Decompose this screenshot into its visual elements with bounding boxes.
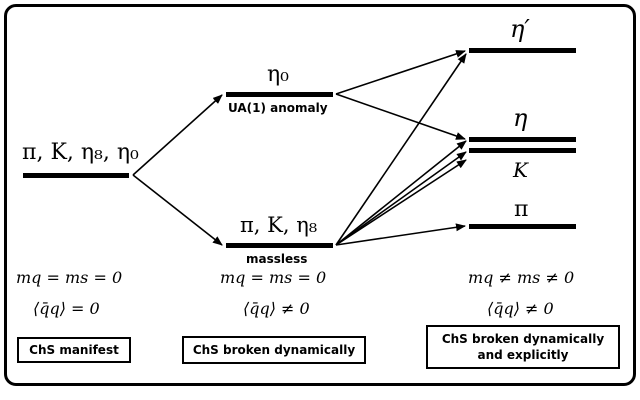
- level-bar-k: [469, 148, 576, 153]
- level-bar-eta: [469, 137, 576, 142]
- condensate-condition-stage3: ⟨q̄q⟩ ≠ 0: [487, 299, 554, 318]
- condensate-condition-stage2: ⟨q̄q⟩ ≠ 0: [243, 299, 310, 318]
- level-label-eta: η: [513, 104, 528, 132]
- level-sublabel-ua1-anomaly: UA(1) anomaly: [228, 101, 328, 115]
- level-label-pi: π: [514, 197, 529, 222]
- arrow-stage1-to-eta0: [132, 94, 223, 176]
- condensate-condition-stage1: ⟨q̄q⟩ = 0: [33, 299, 100, 318]
- level-bar-eta0: [226, 92, 333, 97]
- level-label-k: K: [513, 158, 528, 182]
- mass-condition-stage3: mq ≠ ms ≠ 0: [468, 268, 575, 287]
- stage-box-line-2: and explicitly: [477, 348, 569, 362]
- level-sublabel-massless: massless: [246, 252, 308, 266]
- diagram-frame: [4, 4, 636, 386]
- level-bar-pi: [469, 224, 576, 229]
- arrow-eta0-to-eta: [335, 93, 466, 140]
- arrow-eta0-to-eta-prime: [335, 50, 466, 95]
- level-label-eta0: η₀: [267, 62, 289, 87]
- arrow-massless-to-eta: [335, 140, 467, 246]
- arrow-massless-to-pi: [335, 223, 466, 246]
- mass-condition-stage2: mq = ms = 0: [220, 268, 327, 287]
- stage-box-line-1: ChS broken dynamically: [441, 332, 605, 346]
- mass-condition-stage1: mq = ms = 0: [16, 268, 123, 287]
- level-label-eta-prime: η′: [510, 15, 530, 43]
- level-bar-stage1: [23, 173, 129, 178]
- arrow-massless-to-eta-prime: [335, 53, 467, 246]
- level-bar-massless: [226, 243, 333, 248]
- stage-box-chs-broken-dynamically: ChS broken dynamically: [182, 336, 366, 364]
- stage-box-chs-manifest: ChS manifest: [17, 337, 131, 363]
- level-label-stage1: π, K, η₈, η₀: [22, 140, 139, 165]
- level-bar-eta-prime: [469, 48, 576, 53]
- arrow-massless-to-k-2: [335, 159, 467, 246]
- stage-box-chs-broken-dynamically-explicitly: ChS broken dynamically and explicitly: [426, 325, 620, 369]
- arrow-stage1-to-massless: [132, 174, 223, 246]
- level-label-massless-mesons: π, K, η₈: [240, 213, 318, 237]
- arrow-massless-to-k: [335, 151, 467, 246]
